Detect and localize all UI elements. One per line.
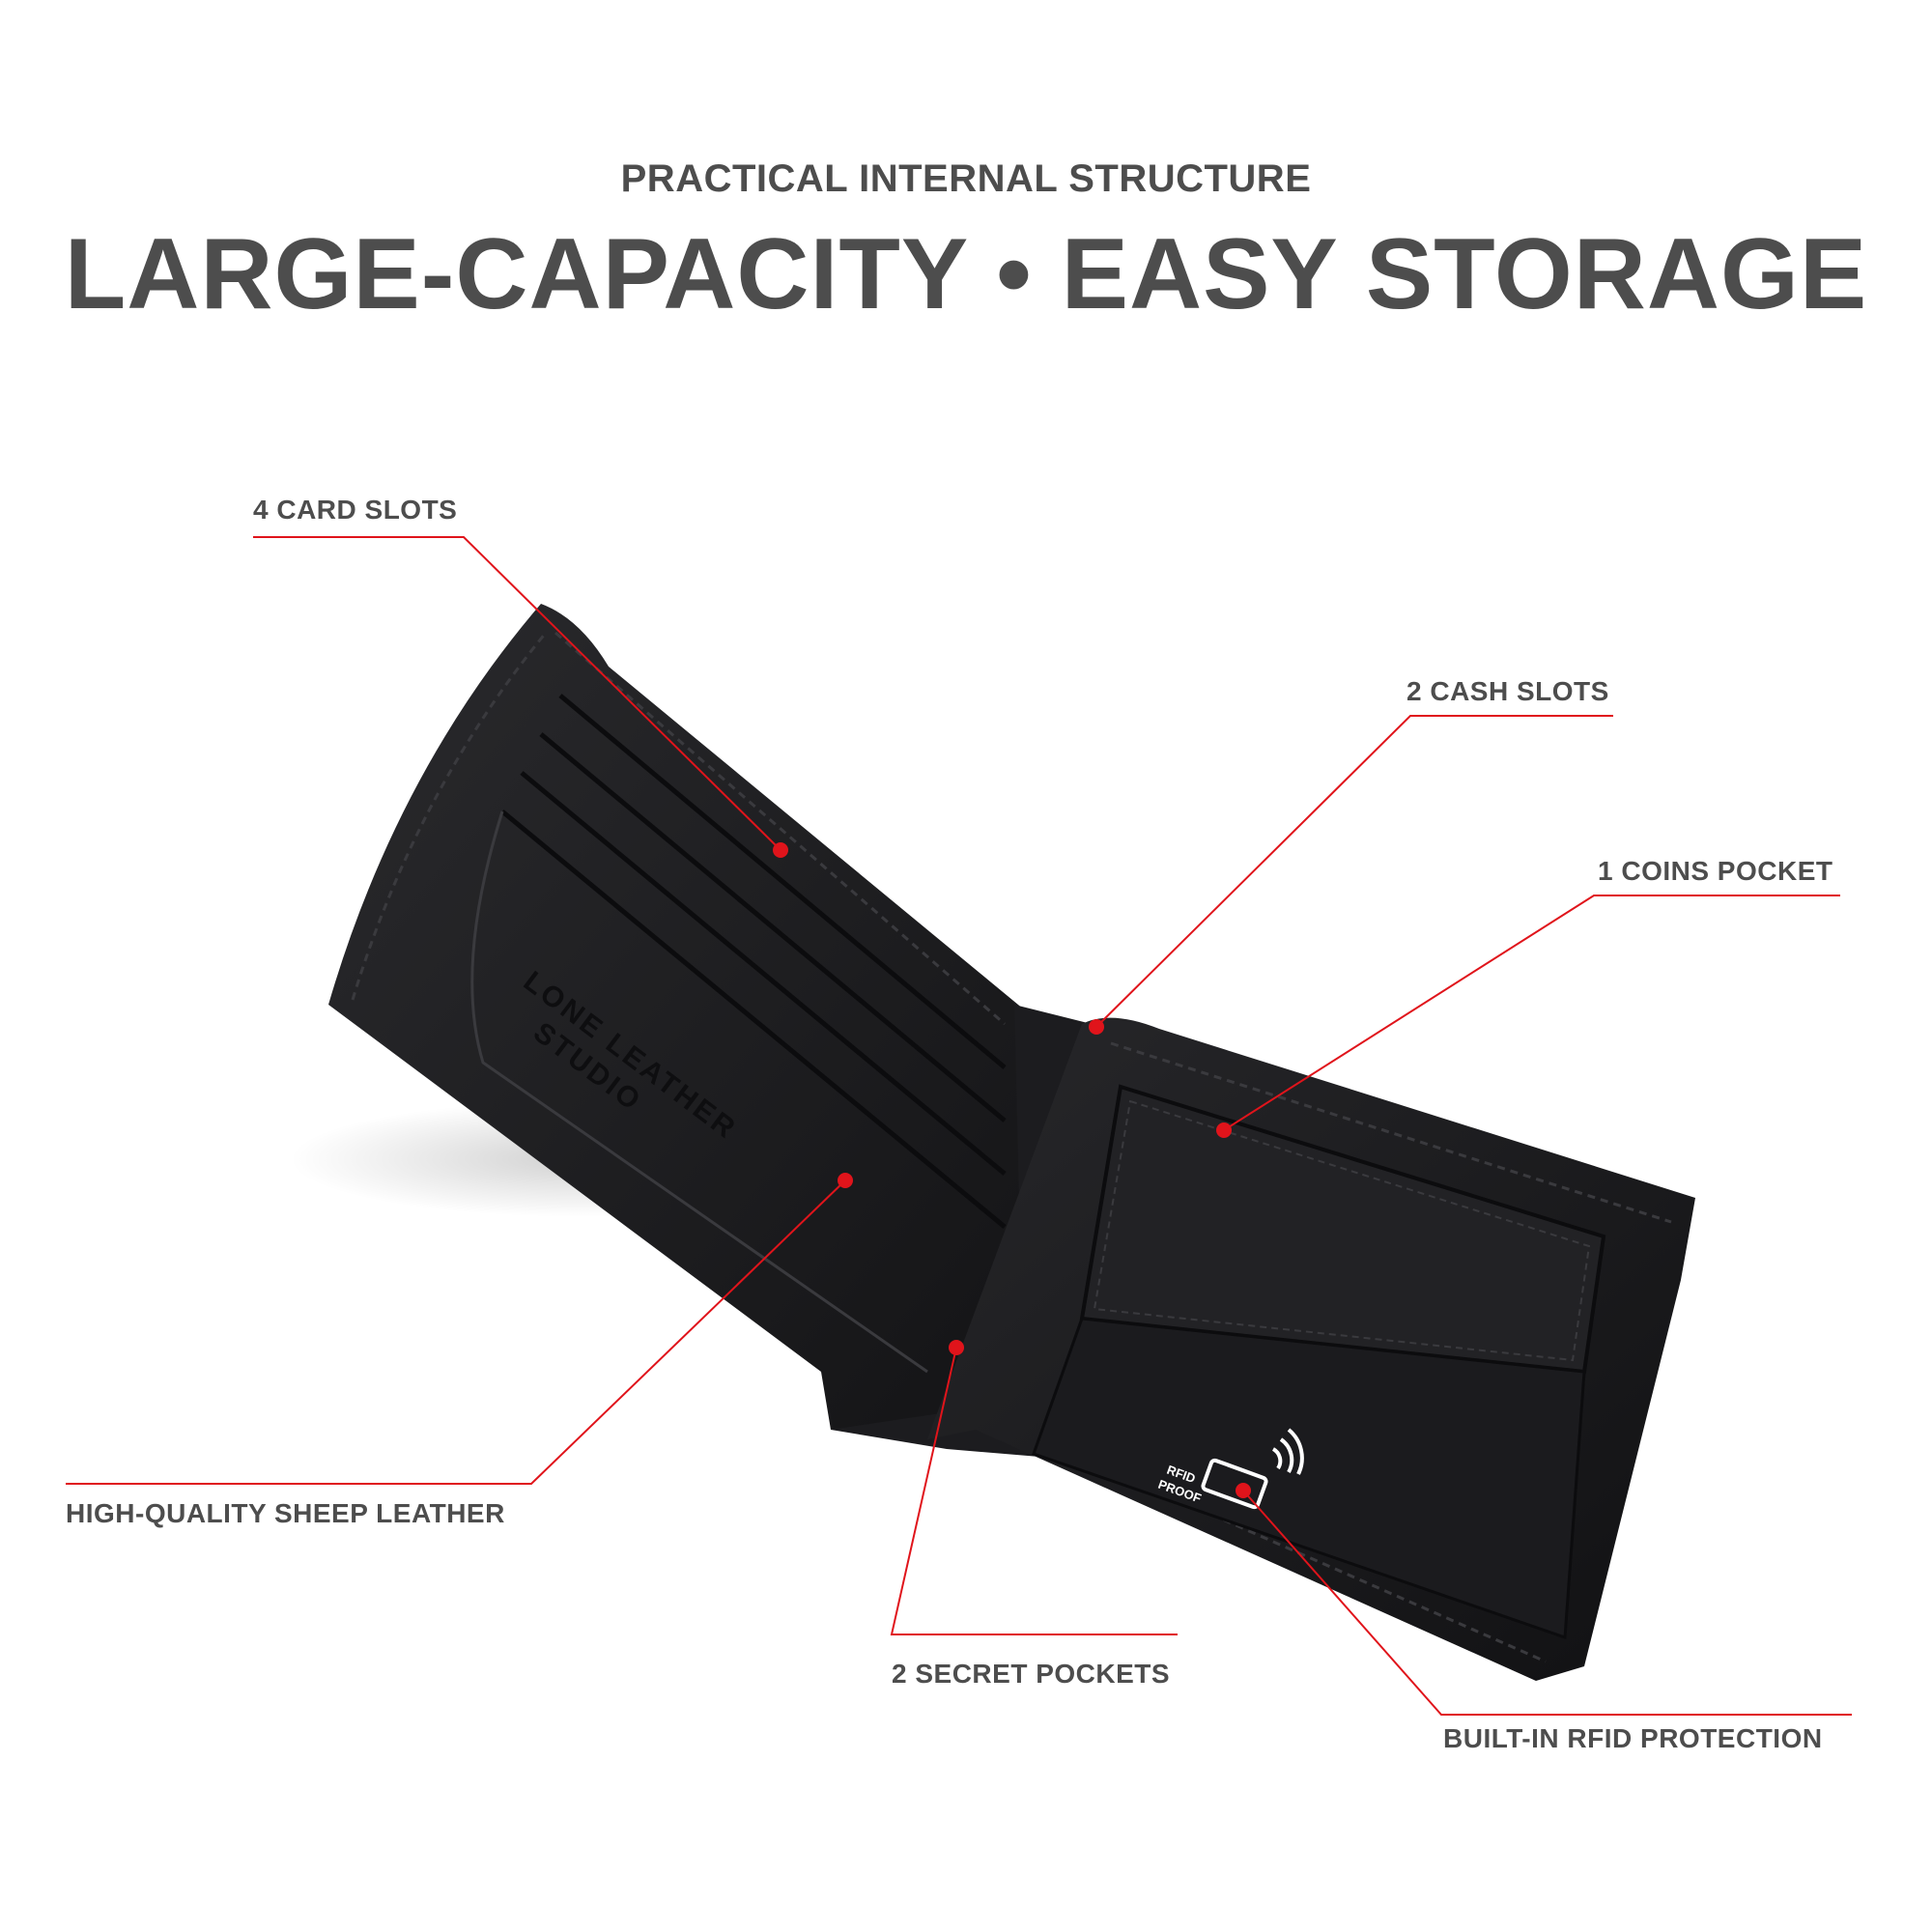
- callout-secret-pockets: 2 SECRET POCKETS: [892, 1659, 1171, 1689]
- callout-line-card-slots: [253, 536, 781, 851]
- callout-dot-card-slots: [773, 842, 788, 858]
- callout-coins-pocket: 1 COINS POCKET: [1598, 856, 1833, 886]
- callout-lines: [66, 536, 1852, 1716]
- callout-dot-coins-pocket: [1216, 1122, 1232, 1138]
- callout-line-rfid-protection: [1242, 1490, 1852, 1716]
- callout-dot-secret-pockets: [949, 1340, 964, 1355]
- callout-line-cash-slots: [1095, 715, 1613, 1028]
- callout-rfid-protection: BUILT-IN RFID PROTECTION: [1443, 1723, 1823, 1753]
- card-icon: [1201, 1458, 1268, 1510]
- callout-dot-sheep-leather: [838, 1173, 853, 1188]
- page-title: LARGE-CAPACITY • EASY STORAGE: [64, 218, 1868, 330]
- callout-dot-rfid-protection: [1236, 1483, 1251, 1498]
- wallet-left-panel: LONE LEATHER STUDIO: [328, 604, 1024, 1430]
- callout-sheep-leather: HIGH-QUALITY SHEEP LEATHER: [66, 1498, 505, 1528]
- callout-line-sheep-leather: [66, 1179, 846, 1485]
- callout-dot-cash-slots: [1089, 1019, 1104, 1035]
- callout-line-secret-pockets: [890, 1347, 1178, 1635]
- wallet-right-panel: RFID PROOF: [927, 1017, 1695, 1681]
- callout-line-coins-pocket: [1223, 895, 1840, 1131]
- callout-cash-slots: 2 CASH SLOTS: [1406, 676, 1609, 706]
- wireless-signal-icon: [1271, 1428, 1304, 1475]
- callout-card-slots: 4 CARD SLOTS: [253, 495, 458, 525]
- page-subtitle: PRACTICAL INTERNAL STRUCTURE: [620, 157, 1312, 200]
- callout-dots: [773, 842, 1251, 1498]
